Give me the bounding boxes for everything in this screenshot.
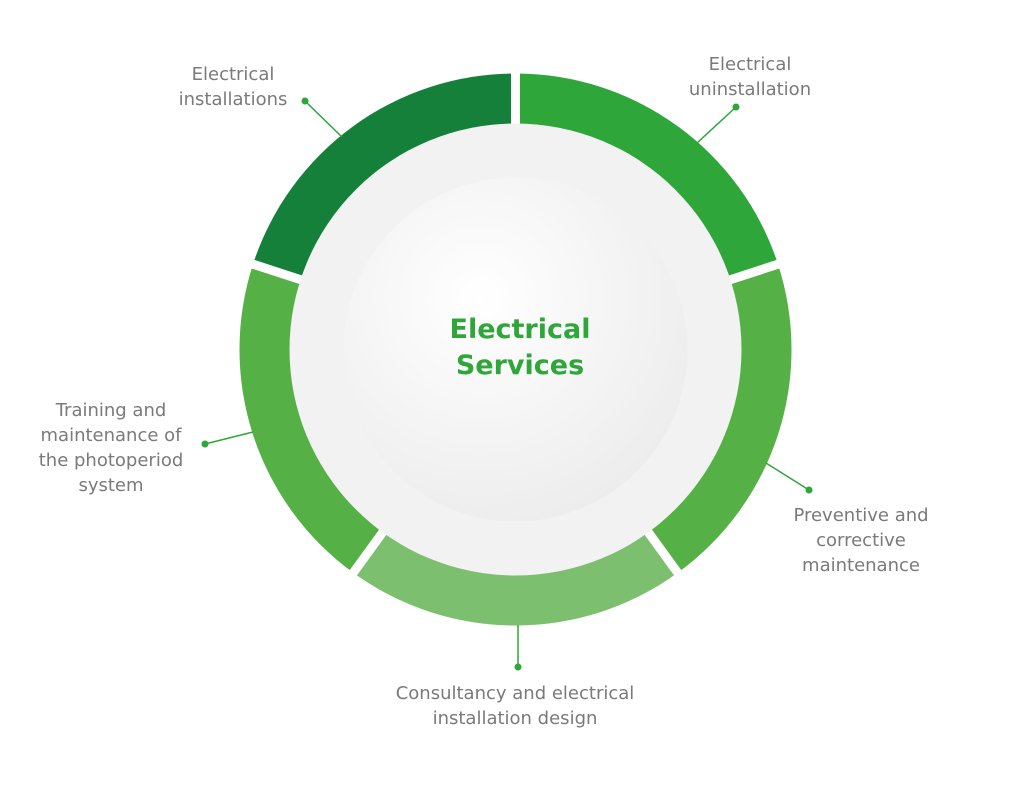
ring-segment <box>239 264 384 573</box>
inner-disc <box>343 177 688 522</box>
center-title: Electrical Services <box>450 312 591 384</box>
label-line: uninstallation <box>688 79 812 100</box>
leader-dot <box>514 663 522 671</box>
leader-dot <box>805 486 813 494</box>
leader-line <box>696 106 737 144</box>
center-title-line-1: Electrical <box>449 314 591 345</box>
label-consultancy-design: Consultancy and electrical installation … <box>396 681 635 731</box>
leader-dot <box>732 103 740 111</box>
leader-dot <box>301 97 309 105</box>
label-preventive-corrective-maintenance: Preventive and corrective maintenance <box>793 503 928 578</box>
label-line: Consultancy and electrical <box>395 683 635 704</box>
leader-line <box>204 431 254 445</box>
label-line: Electrical <box>191 64 275 85</box>
label-line: Preventive and <box>793 505 929 526</box>
label-line: maintenance of <box>40 425 182 446</box>
label-line: Electrical <box>708 54 792 75</box>
label-line: system <box>78 475 144 496</box>
label-line: maintenance <box>802 555 920 576</box>
ring-segment <box>353 530 678 626</box>
label-line: corrective <box>816 530 906 551</box>
label-line: Training and <box>55 400 167 421</box>
ring-segment <box>253 73 516 281</box>
leader-dot <box>201 440 209 448</box>
center-title-line-2: Services <box>455 350 585 381</box>
label-line: the photoperiod <box>38 450 184 471</box>
label-line: installations <box>178 89 288 110</box>
leader-line <box>765 462 810 491</box>
label-line: installation design <box>432 708 598 729</box>
leader-line <box>304 100 343 138</box>
label-electrical-installations: Electrical installations <box>179 62 288 112</box>
label-training-photoperiod: Training and maintenance of the photoper… <box>39 398 184 498</box>
ring-segment <box>647 264 792 573</box>
ring-segment <box>515 73 778 281</box>
label-electrical-uninstallation: Electrical uninstallation <box>689 52 811 102</box>
